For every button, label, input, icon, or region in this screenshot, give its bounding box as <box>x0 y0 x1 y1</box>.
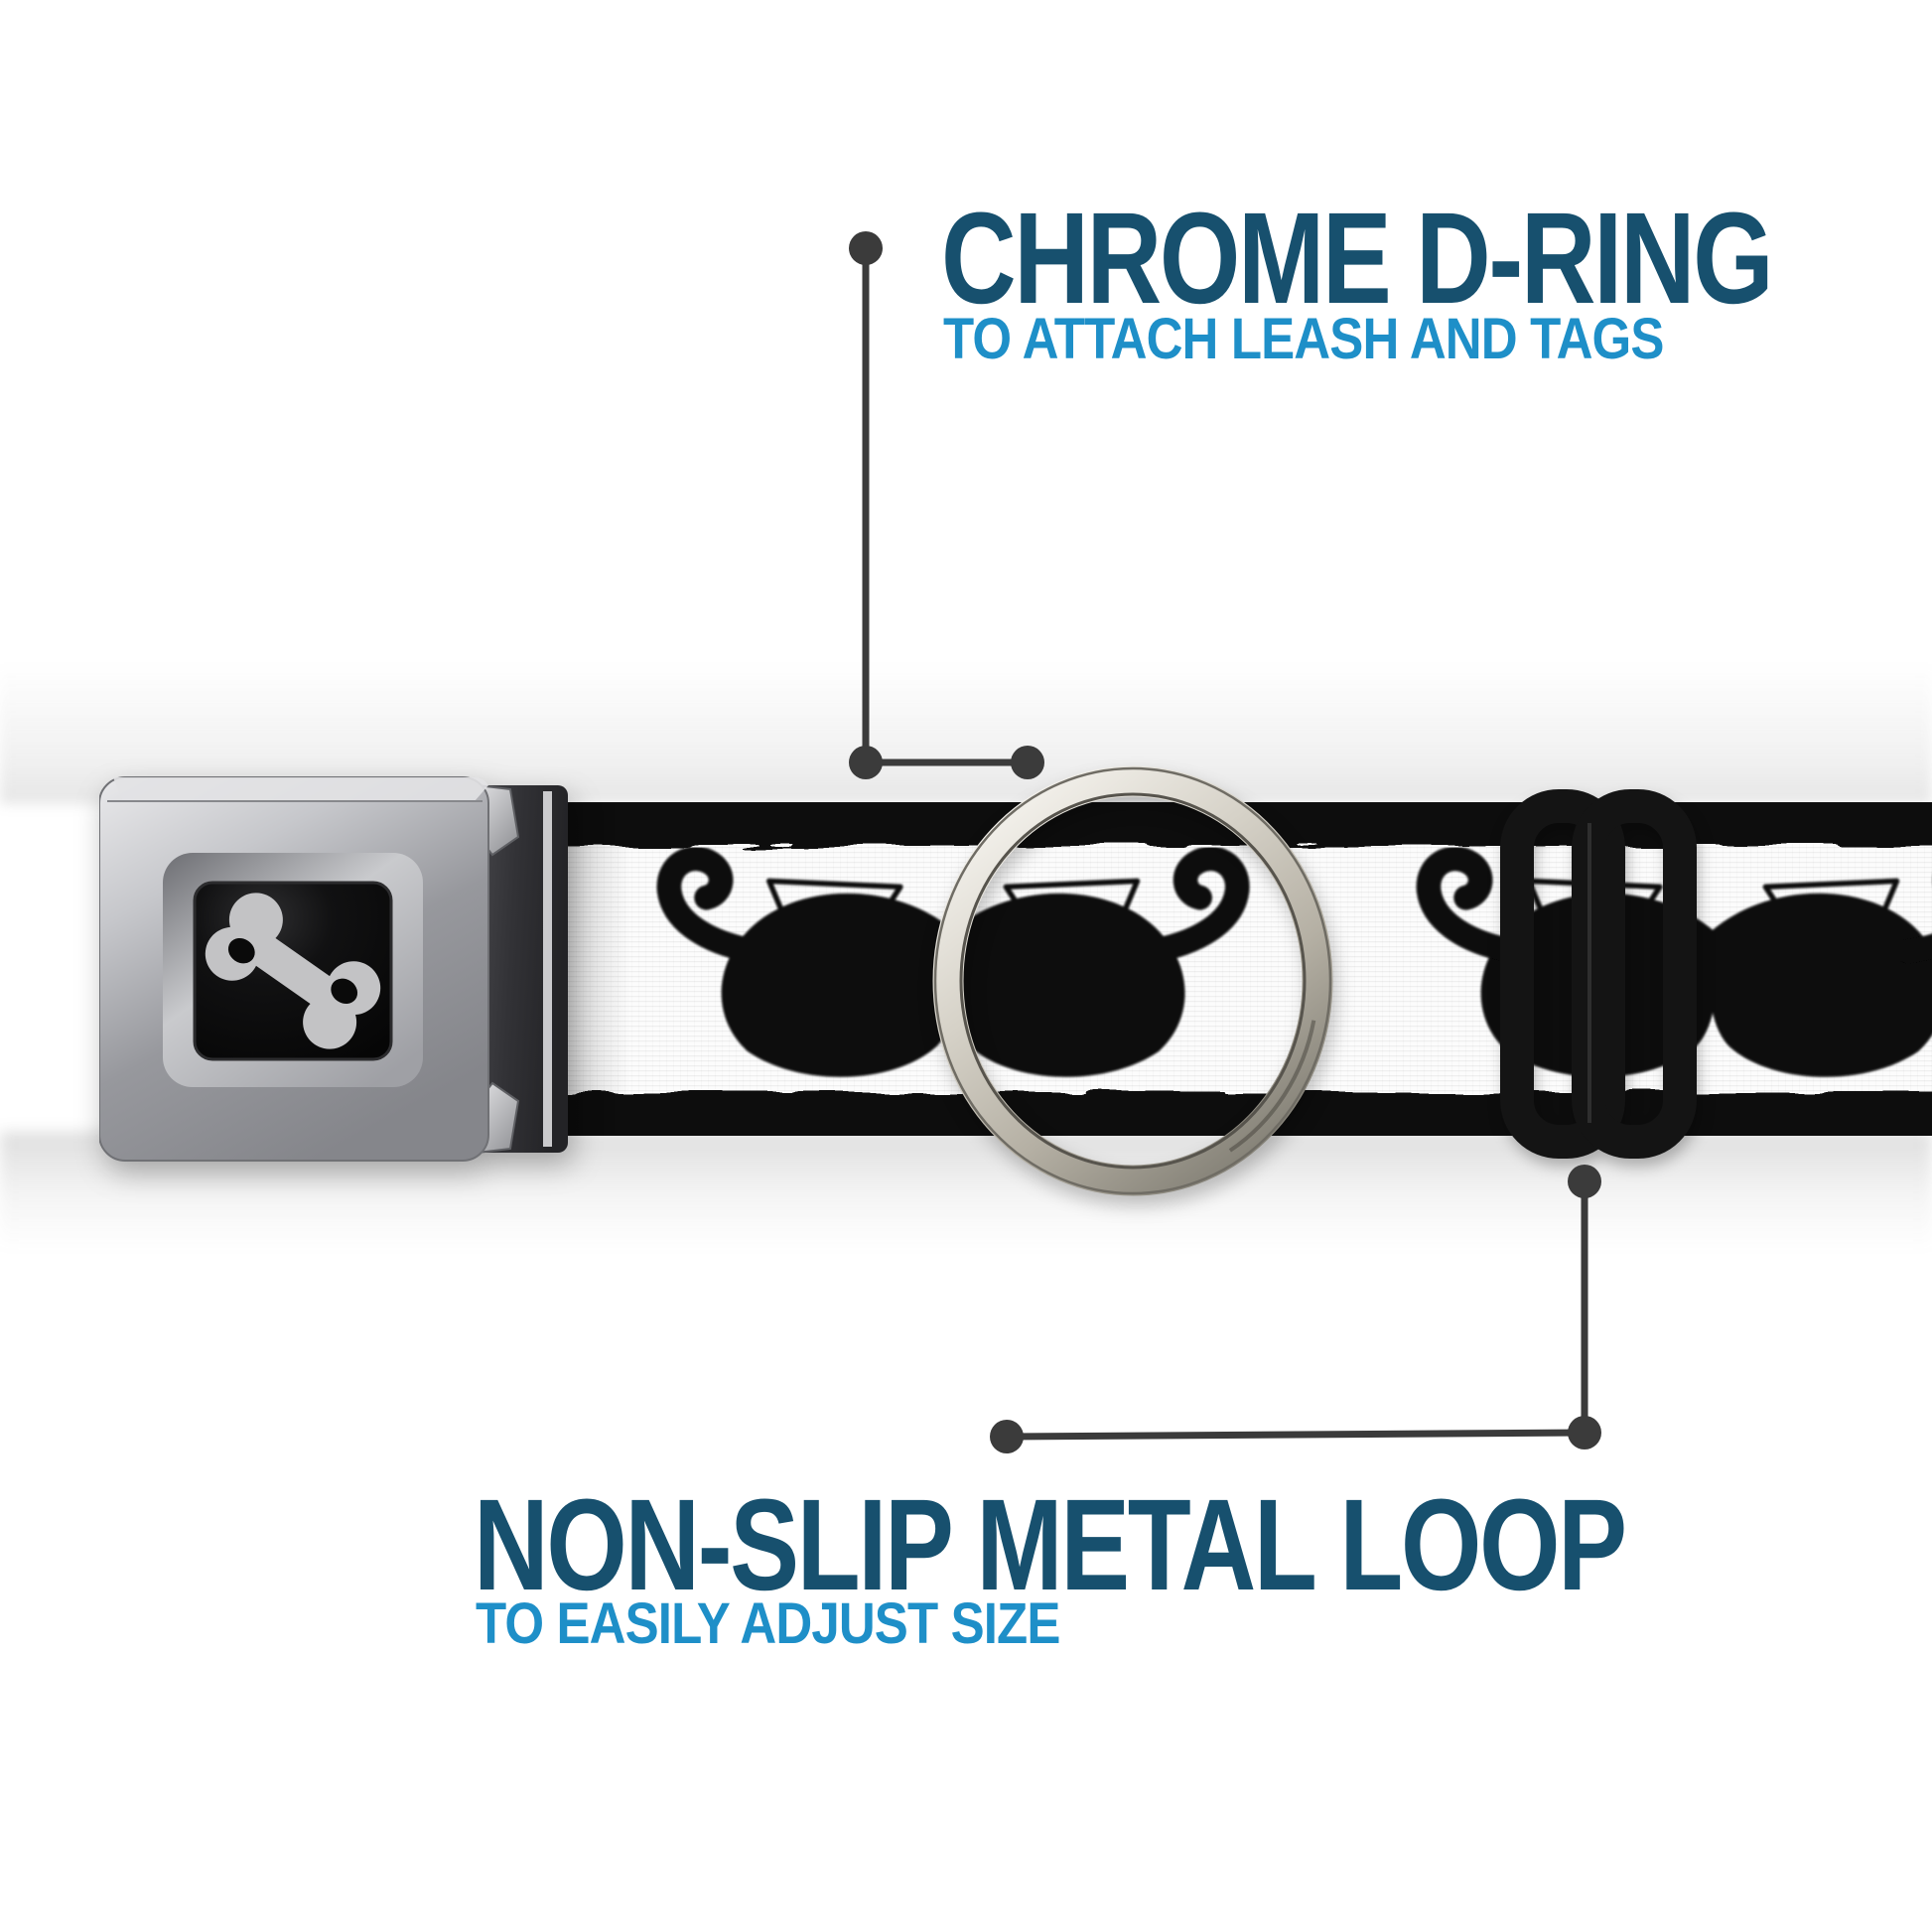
buckle-top-face <box>113 777 488 801</box>
d-ring-outer-line <box>933 766 1332 1195</box>
top-callout-dot-text <box>849 231 883 265</box>
top-callout-title: CHROME D-RING <box>941 185 1774 331</box>
seatbelt-buckle <box>99 776 568 1162</box>
bottom-callout-subtitle: TO EASILY ADJUST SIZE <box>476 1591 1060 1656</box>
top-callout-subtitle: TO ATTACH LEASH AND TAGS <box>943 307 1664 371</box>
chrome-d-ring <box>932 765 1333 1196</box>
slider-center-sheen <box>1587 823 1591 1123</box>
top-callout-dot-corner <box>849 746 883 779</box>
metal-loop-slider <box>1500 789 1697 1159</box>
d-ring-body <box>932 765 1333 1196</box>
bottom-callout-dot-target <box>1568 1165 1601 1198</box>
bottom-callout-dot-text <box>990 1420 1024 1453</box>
slider-left-loop <box>1500 789 1625 1159</box>
bottom-callout-horizontal-line <box>1006 1429 1586 1441</box>
d-ring-inner-line <box>959 792 1307 1170</box>
bottom-callout-title: NON-SLIP METAL LOOP <box>474 1471 1627 1617</box>
bone-icon <box>205 893 381 1049</box>
latch-edge-highlight <box>543 791 552 1147</box>
top-callout-dot-target <box>1011 746 1044 779</box>
bottom-callout-dot-corner <box>1568 1416 1601 1449</box>
